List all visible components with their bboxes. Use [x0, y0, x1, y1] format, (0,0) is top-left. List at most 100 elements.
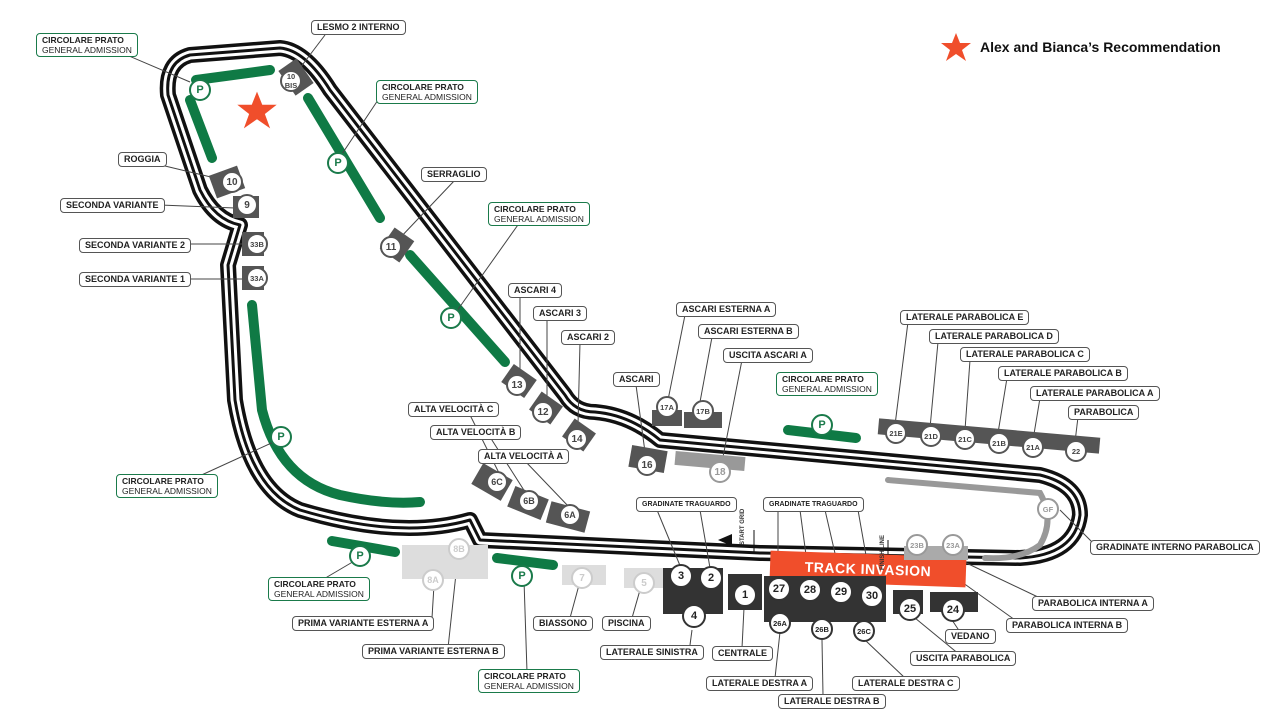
stand-label-piscina[interactable]: PISCINA [602, 616, 651, 631]
stand-number-2[interactable]: 2 [699, 566, 723, 590]
stand-number-9[interactable]: 9 [236, 194, 258, 216]
parking-icon[interactable]: P [327, 152, 349, 174]
start-direction-arrow [718, 534, 732, 546]
stand-label-laterale-parabolica-e[interactable]: LATERALE PARABOLICA E [900, 310, 1030, 325]
stand-label-ascari[interactable]: ASCARI [613, 372, 660, 387]
stand-label-ascari-2[interactable]: ASCARI 2 [561, 330, 616, 345]
stand-number-8a[interactable]: 8A [422, 569, 444, 591]
stand-number-7[interactable]: 7 [571, 567, 593, 589]
stand-number-26a[interactable]: 26A [769, 612, 791, 634]
stand-number-8b[interactable]: 8B [448, 538, 470, 560]
stand-label-laterale-destra-b[interactable]: LATERALE DESTRA B [778, 694, 886, 709]
stand-number-10[interactable]: 10 [221, 171, 243, 193]
stand-number-33a[interactable]: 33A [246, 267, 268, 289]
stand-label-parabolica[interactable]: PARABOLICA [1068, 405, 1140, 420]
stand-label-alta-velocita-b[interactable]: ALTA VELOCITÀ B [430, 425, 522, 440]
stand-label-laterale-destra-a[interactable]: LATERALE DESTRA A [706, 676, 814, 691]
stand-number-17a[interactable]: 17A [656, 396, 678, 418]
stand-label-biassono[interactable]: BIASSONO [533, 616, 594, 631]
stand-label-alta-velocita-c[interactable]: ALTA VELOCITÀ C [408, 402, 500, 417]
stand-label-ascari-esterna-b[interactable]: ASCARI ESTERNA B [698, 324, 799, 339]
stand-number-5[interactable]: 5 [633, 572, 655, 594]
stand-number-21c[interactable]: 21C [954, 428, 976, 450]
stand-number-10bis[interactable]: 10 BIS [280, 70, 302, 92]
stand-number-27[interactable]: 27 [767, 577, 791, 601]
stand-number-12[interactable]: 12 [532, 401, 554, 423]
stand-label-seconda-variante[interactable]: SECONDA VARIANTE [60, 198, 165, 213]
stand-number-29[interactable]: 29 [829, 580, 853, 604]
stand-label-centrale[interactable]: CENTRALE [712, 646, 773, 661]
stand-label-lesmo-2-interno[interactable]: LESMO 2 INTERNO [311, 20, 406, 35]
stand-label-laterale-parabolica-b[interactable]: LATERALE PARABOLICA B [998, 366, 1128, 381]
stand-number-18[interactable]: 18 [709, 461, 731, 483]
stand-label-uscita-parabolica[interactable]: USCITA PARABOLICA [910, 651, 1017, 666]
stand-label-roggia[interactable]: ROGGIA [118, 152, 167, 167]
parking-icon[interactable]: P [811, 414, 833, 436]
stand-label-gradinate-traguardo-2[interactable]: GRADINATE TRAGUARDO [763, 497, 864, 512]
stand-label-laterale-sinistra[interactable]: LATERALE SINISTRA [600, 645, 704, 660]
stand-number-26b[interactable]: 26B [811, 618, 833, 640]
parking-icon[interactable]: P [440, 307, 462, 329]
stand-label-prima-variante-esterna-b[interactable]: PRIMA VARIANTE ESTERNA B [362, 644, 505, 659]
stand-label-ascari-esterna-a[interactable]: ASCARI ESTERNA A [676, 302, 777, 317]
stand-label-laterale-parabolica-d[interactable]: LATERALE PARABOLICA D [929, 329, 1059, 344]
stand-label-gradinate-interno-parabolica[interactable]: GRADINATE INTERNO PARABOLICA [1090, 540, 1260, 555]
stand-number-23b[interactable]: 23B [906, 534, 928, 556]
stand-number-30[interactable]: 30 [860, 584, 884, 608]
finish-line-label: FINISH LINE [880, 534, 886, 570]
stand-block [402, 545, 488, 579]
stand-number-13[interactable]: 13 [506, 374, 528, 396]
stand-label-vedano[interactable]: VEDANO [945, 629, 996, 644]
stand-number-6b[interactable]: 6B [518, 490, 540, 512]
stand-number-16[interactable]: 16 [636, 454, 658, 476]
stand-label-gradinate-traguardo-1[interactable]: GRADINATE TRAGUARDO [636, 497, 737, 512]
stand-number-21a[interactable]: 21A [1022, 436, 1044, 458]
stand-number-33b[interactable]: 33B [246, 233, 268, 255]
stand-number-21d[interactable]: 21D [920, 425, 942, 447]
stand-number-25[interactable]: 25 [898, 597, 922, 621]
stand-number-23a[interactable]: 23A [942, 534, 964, 556]
stand-label-alta-velocita-a[interactable]: ALTA VELOCITÀ A [478, 449, 569, 464]
stand-label-laterale-parabolica-c[interactable]: LATERALE PARABOLICA C [960, 347, 1090, 362]
stand-label-laterale-destra-c[interactable]: LATERALE DESTRA C [852, 676, 960, 691]
legend-text: Alex and Bianca’s Recommendation [980, 39, 1221, 55]
stand-number-24[interactable]: 24 [941, 598, 965, 622]
stand-number-21b[interactable]: 21B [988, 432, 1010, 454]
stand-number-1[interactable]: 1 [733, 583, 757, 607]
legend: Alex and Bianca’s Recommendation [940, 32, 1221, 62]
stand-label-seconda-variante-1[interactable]: SECONDA VARIANTE 1 [79, 272, 192, 287]
stand-number-26c[interactable]: 26C [853, 620, 875, 642]
stand-number-3[interactable]: 3 [669, 564, 693, 588]
stand-label-ascari-3[interactable]: ASCARI 3 [533, 306, 588, 321]
stand-number-22[interactable]: 22 [1065, 440, 1087, 462]
start-grid-label: START GRID [740, 508, 746, 545]
stand-number-17b[interactable]: 17B [692, 400, 714, 422]
stand-label-serraglio[interactable]: SERRAGLIO [421, 167, 487, 182]
stand-label-prima-variante-esterna-a[interactable]: PRIMA VARIANTE ESTERNA A [292, 616, 435, 631]
stand-label-ascari-4[interactable]: ASCARI 4 [508, 283, 563, 298]
stand-number-gf[interactable]: GF [1037, 498, 1059, 520]
stand-label-parabolica-interna-b[interactable]: PARABOLICA INTERNA B [1006, 618, 1129, 633]
stand-number-14[interactable]: 14 [566, 428, 588, 450]
stand-number-11[interactable]: 11 [380, 236, 402, 258]
stand-label-seconda-variante-2[interactable]: SECONDA VARIANTE 2 [79, 238, 192, 253]
stand-number-4[interactable]: 4 [682, 604, 706, 628]
stand-number-21e[interactable]: 21E [885, 422, 907, 444]
parking-icon[interactable]: P [349, 545, 371, 567]
parking-icon[interactable]: P [511, 565, 533, 587]
stand-label-parabolica-interna-a[interactable]: PARABOLICA INTERNA A [1032, 596, 1154, 611]
parking-icon[interactable]: P [270, 426, 292, 448]
stand-number-6a[interactable]: 6A [559, 504, 581, 526]
parking-icon[interactable]: P [189, 79, 211, 101]
stand-number-6c[interactable]: 6C [486, 471, 508, 493]
stand-label-laterale-parabolica-a[interactable]: LATERALE PARABOLICA A [1030, 386, 1160, 401]
stand-number-28[interactable]: 28 [798, 578, 822, 602]
stand-label-uscita-ascari-a[interactable]: USCITA ASCARI A [723, 348, 813, 363]
